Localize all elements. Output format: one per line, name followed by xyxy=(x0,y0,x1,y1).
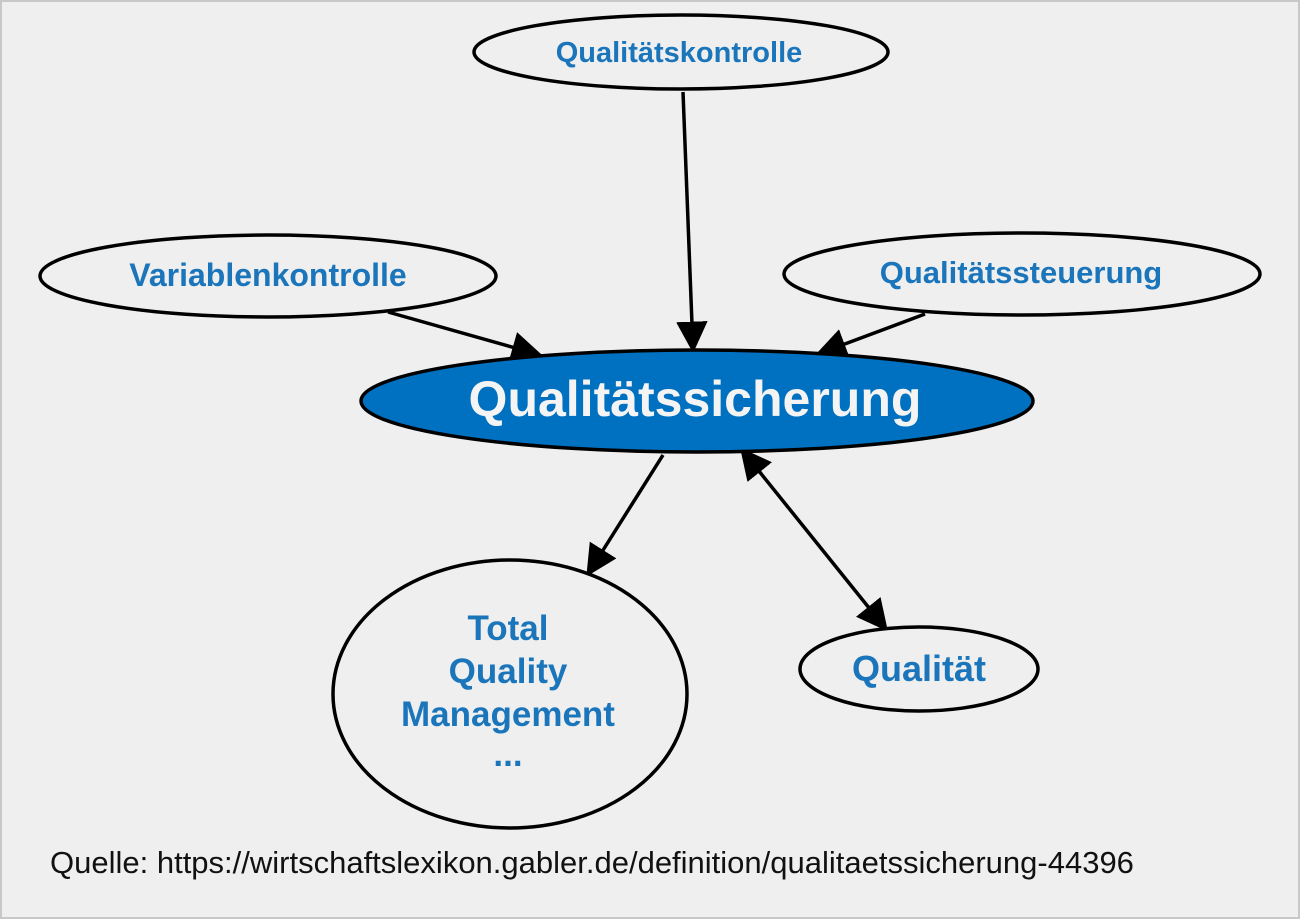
node-label-line: Management xyxy=(401,695,615,734)
source-caption: Quelle: https://wirtschaftslexikon.gable… xyxy=(50,845,1134,880)
node-label: Qualität xyxy=(852,648,986,689)
center-label: Qualitätssicherung xyxy=(469,371,922,427)
edge-center-qualitaet xyxy=(740,447,888,632)
node-label: Qualitätssteuerung xyxy=(880,255,1163,290)
node-qualitaet: Qualität xyxy=(798,625,1040,713)
node-label-line: ... xyxy=(493,735,522,774)
node-qualitaetssteuerung: Qualitätssteuerung xyxy=(782,231,1262,317)
node-tqm: Total Quality Management ... xyxy=(331,558,689,830)
edge-qualitaetskontrolle-center xyxy=(676,91,708,354)
edge-variablenkontrolle-center xyxy=(387,310,544,363)
node-variablenkontrolle: Variablenkontrolle xyxy=(38,233,498,319)
node-qualitaetskontrolle: Qualitätskontrolle xyxy=(472,13,890,91)
node-label-line: Quality xyxy=(449,652,568,691)
node-label: Qualitätskontrolle xyxy=(556,37,803,69)
node-label: Variablenkontrolle xyxy=(129,257,406,293)
edge-center-tqm xyxy=(586,454,665,577)
node-label-line: Total xyxy=(467,609,548,648)
node-center: Qualitätssicherung xyxy=(359,348,1035,454)
edge-qualitaetssteuerung-center xyxy=(815,312,926,359)
